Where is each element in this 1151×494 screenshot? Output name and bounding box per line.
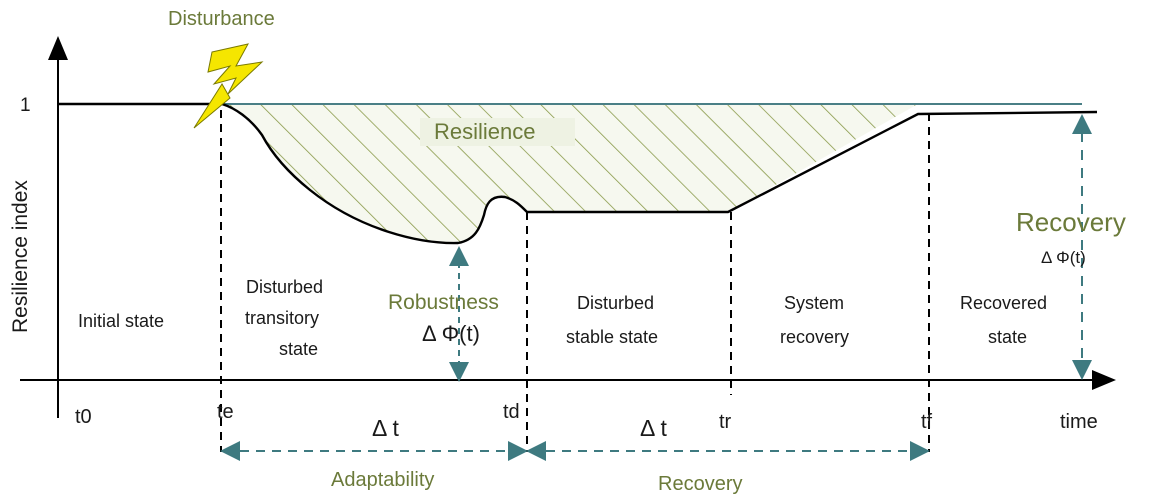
state-system-recovery-1: System — [784, 293, 844, 313]
state-system-recovery-2: recovery — [780, 327, 849, 347]
delta-t-recovery: Δ t — [640, 415, 667, 441]
resilience-curve — [58, 102, 1098, 245]
adaptability-label: Adaptability — [331, 469, 434, 491]
tick-tr: tr — [719, 411, 732, 433]
tick-tf: tf — [921, 411, 933, 433]
delta-t-adaptability: Δ t — [372, 415, 399, 441]
recovery-right-formula: Δ Φ(t) — [1041, 248, 1086, 267]
tick-t0: t0 — [75, 406, 92, 428]
state-disturbed-transitory-2: transitory — [245, 308, 319, 328]
recovery-right-label: Recovery — [1016, 207, 1126, 237]
state-recovered-1: Recovered — [960, 293, 1047, 313]
time-axis-label: time — [1060, 411, 1098, 433]
state-disturbed-transitory-3: state — [279, 339, 318, 359]
robustness-label: Robustness — [388, 291, 499, 314]
resilience-label-bg — [420, 118, 575, 146]
recovery-bottom-label: Recovery — [658, 473, 742, 494]
resilience-label: Resilience — [434, 119, 536, 144]
lightning-bolt-icon — [193, 43, 264, 129]
tick-td: td — [503, 401, 520, 423]
state-disturbed-transitory-1: Disturbed — [246, 277, 323, 297]
y-tick-1: 1 — [20, 95, 31, 116]
y-axis-label: Resilience index — [9, 180, 32, 333]
state-recovered-2: state — [988, 327, 1027, 347]
state-disturbed-stable-2: stable state — [566, 327, 658, 347]
resilience-area — [222, 104, 918, 244]
state-initial: Initial state — [78, 311, 164, 331]
disturbance-label: Disturbance — [168, 8, 275, 30]
tick-te: te — [217, 401, 234, 423]
state-disturbed-stable-1: Disturbed — [577, 293, 654, 313]
robustness-formula: Δ Φ(t) — [422, 321, 480, 346]
